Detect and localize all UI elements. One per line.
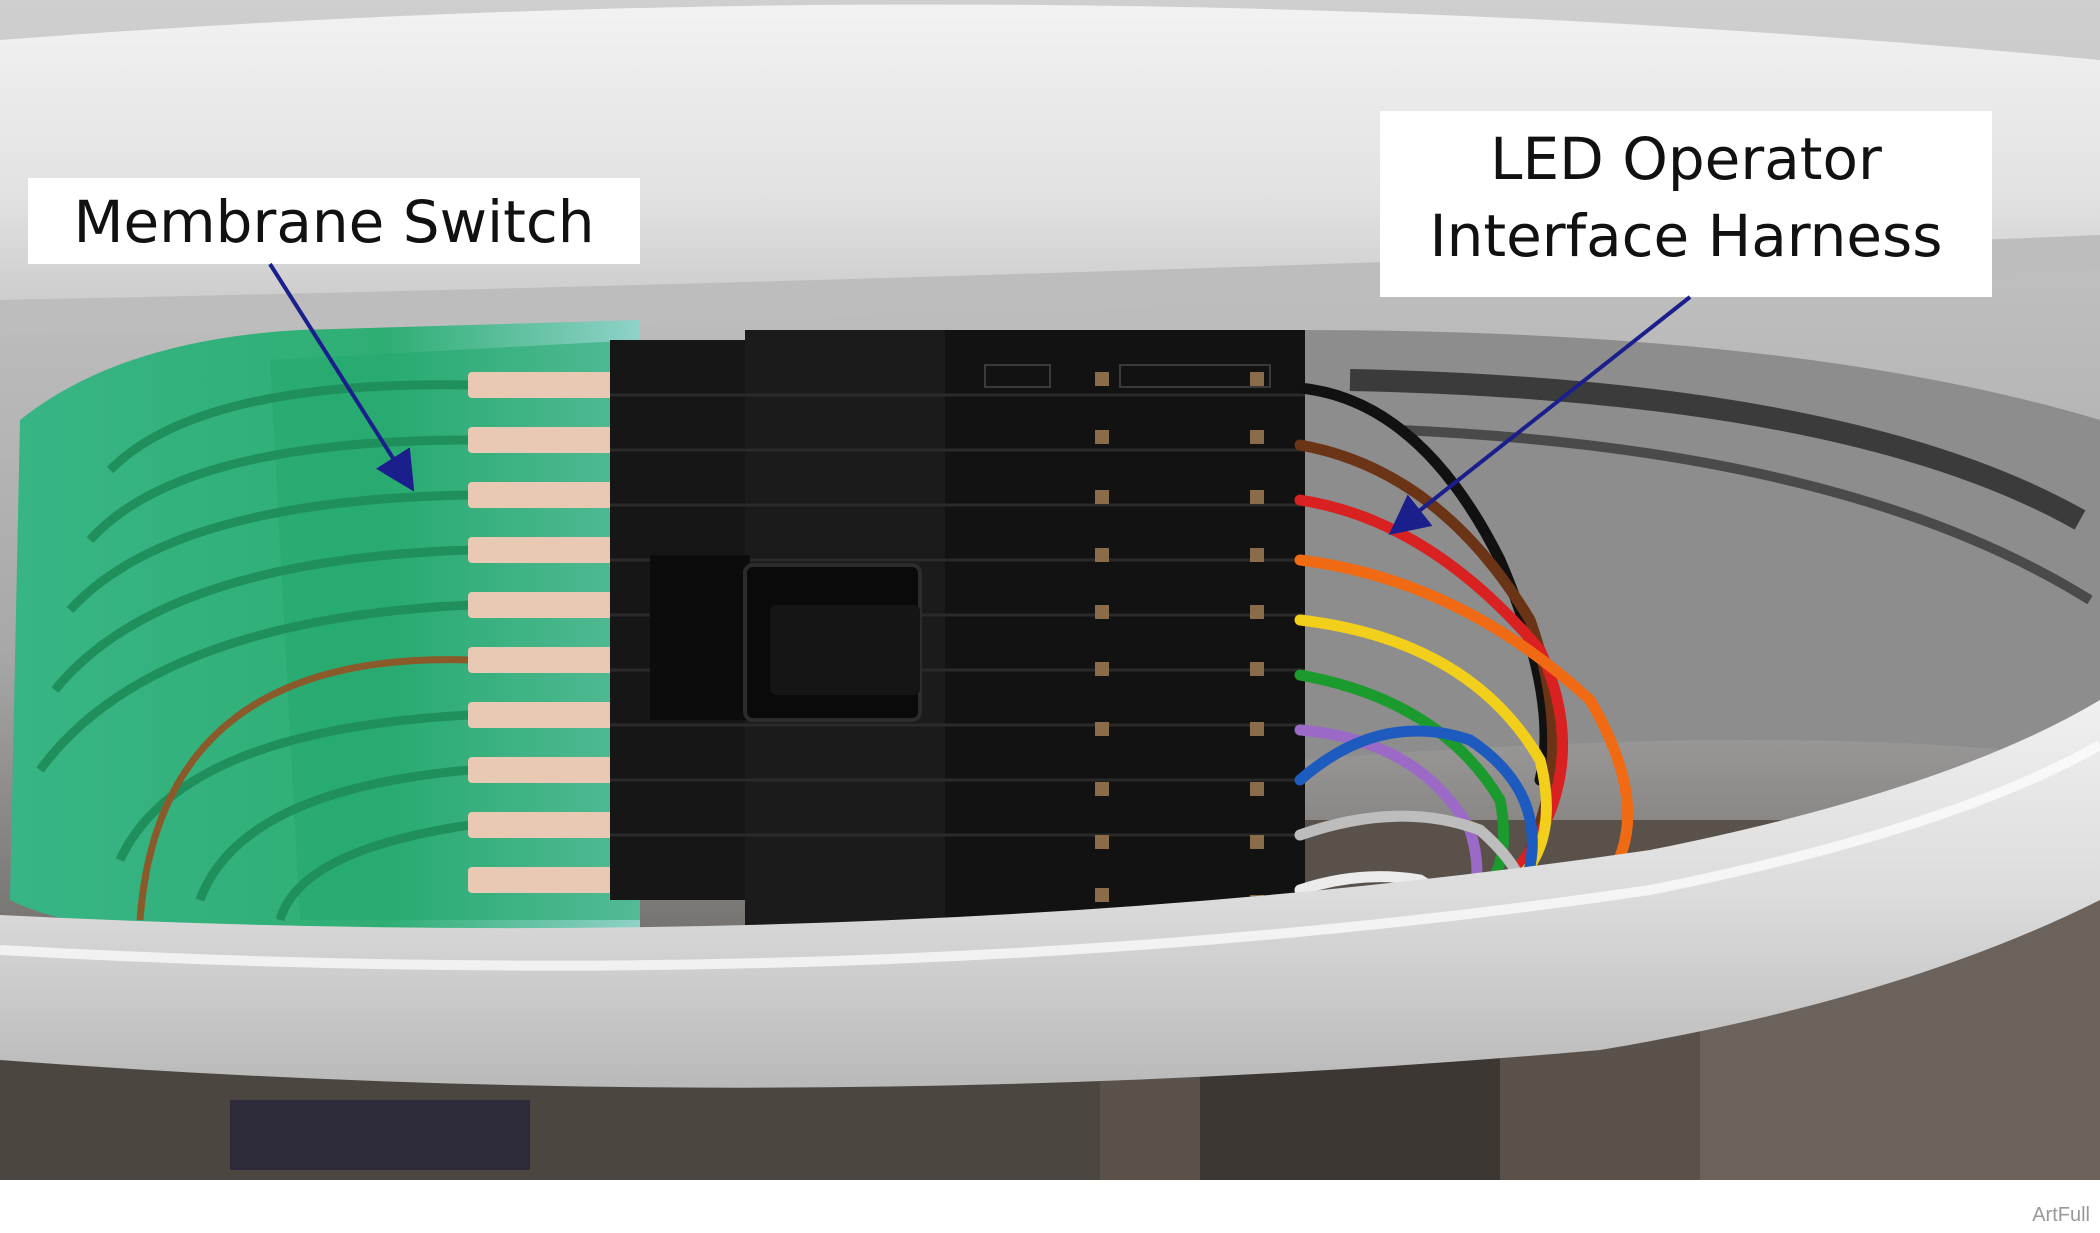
membrane-switch-callout: Membrane Switch (28, 178, 640, 264)
led-harness-callout: LED Operator Interface Harness (1380, 111, 1992, 297)
membrane-switch-label: Membrane Switch (73, 188, 595, 256)
led-harness-label-line1: LED Operator (1490, 125, 1882, 193)
footer-credit: ArtFull (2032, 1204, 2090, 1226)
led-harness-label-line2: Interface Harness (1429, 202, 1943, 271)
